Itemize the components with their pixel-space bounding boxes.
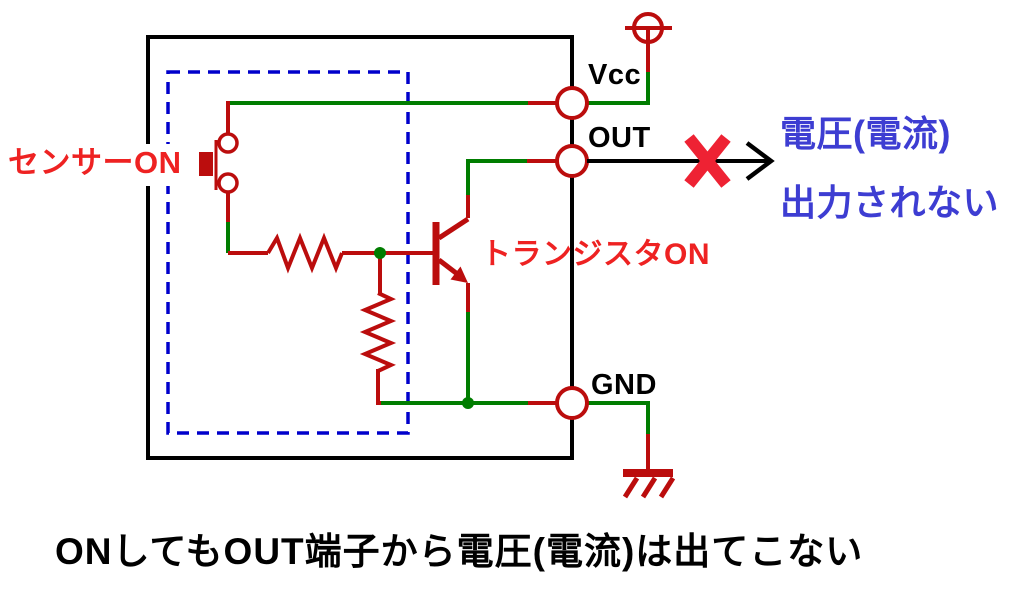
junction-dot-gnd bbox=[462, 397, 474, 409]
wire-gnd-to-ground bbox=[587, 401, 650, 434]
switch-contact-bottom bbox=[217, 172, 239, 194]
ground-hatches bbox=[622, 476, 676, 499]
caption: ONしてもOUT端子から電圧(電流)は出てこない bbox=[55, 531, 864, 572]
ground-symbol bbox=[622, 469, 676, 499]
transistor-emitter-arrowhead bbox=[450, 266, 468, 283]
terminal-gnd bbox=[555, 386, 589, 420]
junction-dot-base bbox=[374, 247, 386, 259]
out-terminal-label: OUT bbox=[588, 122, 651, 154]
transistor-collector-lead bbox=[437, 216, 470, 241]
transistor-base-bar bbox=[432, 222, 440, 285]
wire-pulldown-bottom bbox=[376, 369, 381, 405]
power-symbol-circle bbox=[632, 12, 664, 44]
switch-contact-top bbox=[217, 132, 239, 154]
resistor-base-horizontal bbox=[266, 232, 344, 274]
green-wires bbox=[226, 72, 650, 434]
transistor-emitter-lead bbox=[437, 258, 458, 275]
push-button-switch bbox=[199, 132, 239, 194]
arrow-head bbox=[745, 141, 775, 181]
wire-vcc-to-supply bbox=[587, 72, 650, 105]
vcc-terminal-label: Vcc bbox=[588, 59, 642, 91]
out-arrow bbox=[587, 141, 775, 181]
terminal-vcc bbox=[555, 86, 589, 120]
resistor-pulldown-vertical bbox=[359, 291, 397, 373]
npn-transistor bbox=[432, 216, 470, 285]
red-wires bbox=[226, 28, 650, 470]
power-supply-symbol bbox=[625, 12, 672, 44]
no-output-label-line1: 電圧(電流) bbox=[780, 113, 951, 154]
sensor-on-label: センサーON bbox=[6, 144, 188, 186]
transistor-on-label: トランジスタON bbox=[481, 238, 710, 271]
no-output-label-line2: 出力されない bbox=[780, 182, 1000, 223]
ic-outline-box bbox=[146, 35, 574, 460]
gnd-terminal-label: GND bbox=[591, 369, 657, 401]
x-mark bbox=[684, 134, 731, 188]
terminal-out bbox=[555, 144, 589, 178]
wire-collector-to-out bbox=[466, 159, 527, 195]
switch-knob bbox=[199, 152, 213, 176]
